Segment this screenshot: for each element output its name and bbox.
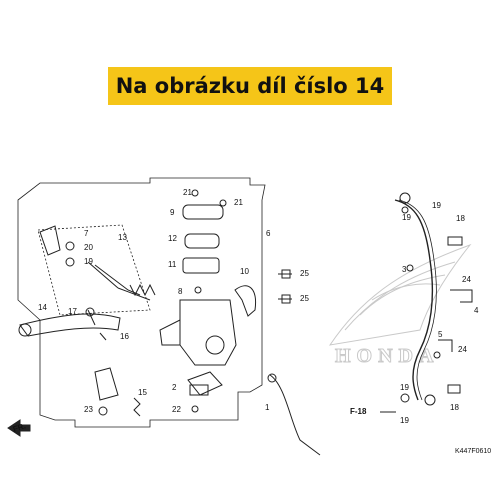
label-2: 2 (172, 383, 177, 392)
label-6: 6 (266, 229, 271, 238)
label-14: 14 (38, 303, 47, 312)
label-23: 23 (84, 405, 93, 414)
label-25a: 25 (300, 269, 309, 278)
label-17: 17 (68, 307, 77, 316)
label-18a: 18 (456, 214, 465, 223)
label-9: 9 (170, 208, 175, 217)
label-21a: 21 (183, 188, 192, 197)
label-20: 20 (84, 243, 93, 252)
ref-label: F-18 (350, 407, 367, 416)
label-19a: 19 (84, 257, 93, 266)
master-cylinder-parts (7, 189, 321, 456)
label-13: 13 (118, 233, 127, 242)
banner-text: Na obrázku díl číslo 14 (115, 74, 385, 98)
label-19d: 19 (400, 383, 409, 392)
label-15: 15 (138, 388, 147, 397)
label-24a: 24 (462, 275, 471, 284)
direction-label: FR. (12, 421, 27, 434)
label-3: 3 (402, 265, 407, 274)
label-10: 10 (240, 267, 249, 276)
label-12: 12 (168, 234, 177, 243)
master-cylinder-outline (17, 177, 266, 428)
brake-hose-parts (380, 192, 473, 413)
part-number-labels: 21 21 9 13 7 20 19 12 11 8 6 10 25 25 14… (12, 188, 491, 455)
honda-watermark-text: HONDA (335, 345, 439, 367)
label-7: 7 (84, 229, 89, 238)
label-5: 5 (438, 330, 443, 339)
label-8: 8 (178, 287, 183, 296)
diagram-code: K447F0610 (455, 448, 491, 455)
label-16: 16 (120, 332, 129, 341)
label-19b: 19 (402, 213, 411, 222)
part-number-banner: Na obrázku díl číslo 14 (108, 67, 392, 105)
label-21b: 21 (234, 198, 243, 207)
label-25b: 25 (300, 294, 309, 303)
label-22: 22 (172, 405, 181, 414)
label-11: 11 (168, 260, 177, 269)
label-18b: 18 (450, 403, 459, 412)
label-1: 1 (265, 403, 270, 412)
label-4: 4 (474, 306, 479, 315)
label-24b: 24 (458, 345, 467, 354)
label-19c: 19 (432, 201, 441, 210)
label-19e: 19 (400, 416, 409, 425)
honda-wing-logo (328, 243, 472, 346)
